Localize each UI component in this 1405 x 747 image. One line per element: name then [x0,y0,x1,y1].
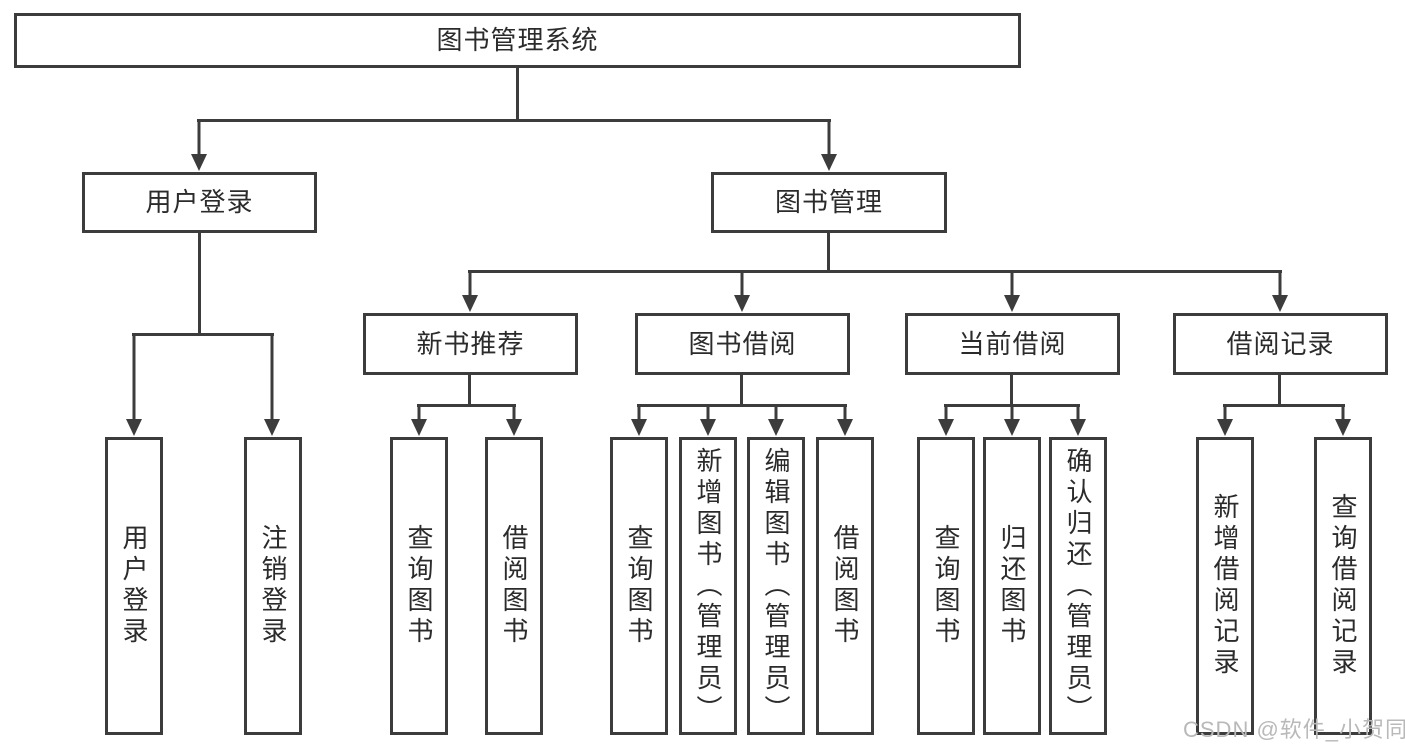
connector-arrow [462,270,478,312]
leaf-recommend-borrow-book-label: 借阅图书 [499,524,529,648]
connector-arrow [126,333,142,436]
connector-arrow [1070,404,1086,436]
node-book-borrow: 图书借阅 [635,313,850,375]
connector-line [198,232,201,335]
connector-arrow [506,404,522,436]
node-current-borrow: 当前借阅 [905,313,1120,375]
node-book-management: 图书管理 [711,172,947,233]
connector-line [197,119,831,122]
connector-arrow [837,404,853,436]
leaf-borrow-query-book: 查询图书 [610,437,668,735]
connector-line [417,404,516,407]
leaf-add-book-admin-label: 新增图书（管理员） [693,446,723,726]
connector-line [740,374,743,407]
connector-arrow [1004,270,1020,312]
leaf-logout: 注销登录 [244,437,302,735]
leaf-edit-book-admin-label: 编辑图书（管理员） [761,446,791,726]
connector-arrow [1004,404,1020,436]
connector-arrow [1335,404,1351,436]
leaf-user-login: 用户登录 [105,437,163,735]
node-user-login-label: 用户登录 [145,187,254,218]
connector-arrow [734,270,750,312]
connector-arrow [821,119,837,171]
node-new-book-recommend-label: 新书推荐 [416,328,525,359]
node-user-login: 用户登录 [82,172,317,233]
node-borrow-records-label: 借阅记录 [1226,328,1335,359]
connector-line [827,232,830,272]
leaf-return-book: 归还图书 [983,437,1041,735]
leaf-query-borrow-record-label: 查询借阅记录 [1328,493,1358,679]
leaf-borrow-book-label: 借阅图书 [830,524,860,648]
leaf-add-borrow-record-label: 新增借阅记录 [1210,493,1240,679]
connector-arrow [264,333,280,436]
leaf-confirm-return-admin-label: 确认归还（管理员） [1063,446,1093,726]
leaf-user-login-label: 用户登录 [119,524,149,648]
node-book-management-label: 图书管理 [774,187,883,218]
connector-line [468,374,471,407]
connector-line [637,404,847,407]
connector-arrow [411,404,427,436]
connector-arrow [1217,404,1233,436]
leaf-query-borrow-record: 查询借阅记录 [1314,437,1372,735]
leaf-edit-book-admin: 编辑图书（管理员） [747,437,805,735]
leaf-current-query-book-label: 查询图书 [931,524,961,648]
connector-line [1278,374,1281,407]
leaf-logout-label: 注销登录 [258,524,288,648]
connector-arrow [1272,270,1288,312]
connector-arrow [938,404,954,436]
connector-line [1223,404,1345,407]
node-new-book-recommend: 新书推荐 [363,313,578,375]
leaf-recommend-borrow-book: 借阅图书 [485,437,543,735]
connector-line [132,333,274,336]
node-root-label: 图书管理系统 [436,25,599,56]
node-current-borrow-label: 当前借阅 [958,328,1067,359]
leaf-confirm-return-admin: 确认归还（管理员） [1049,437,1107,735]
connector-line [1010,374,1013,407]
leaf-recommend-query-book: 查询图书 [390,437,448,735]
leaf-borrow-book: 借阅图书 [816,437,874,735]
leaf-add-book-admin: 新增图书（管理员） [679,437,737,735]
connector-arrow [768,404,784,436]
csdn-watermark: CSDN @软件_小贺同学 [1183,717,1405,742]
connector-arrow [700,404,716,436]
leaf-current-query-book: 查询图书 [917,437,975,735]
node-book-borrow-label: 图书借阅 [688,328,797,359]
connector-arrow [191,119,207,171]
connector-arrow [631,404,647,436]
leaf-borrow-query-book-label: 查询图书 [624,524,654,648]
node-root: 图书管理系统 [14,13,1021,68]
connector-line [468,270,1282,273]
leaf-return-book-label: 归还图书 [997,524,1027,648]
leaf-add-borrow-record: 新增借阅记录 [1196,437,1254,735]
connector-line [516,67,519,121]
leaf-recommend-query-book-label: 查询图书 [404,524,434,648]
node-borrow-records: 借阅记录 [1173,313,1388,375]
